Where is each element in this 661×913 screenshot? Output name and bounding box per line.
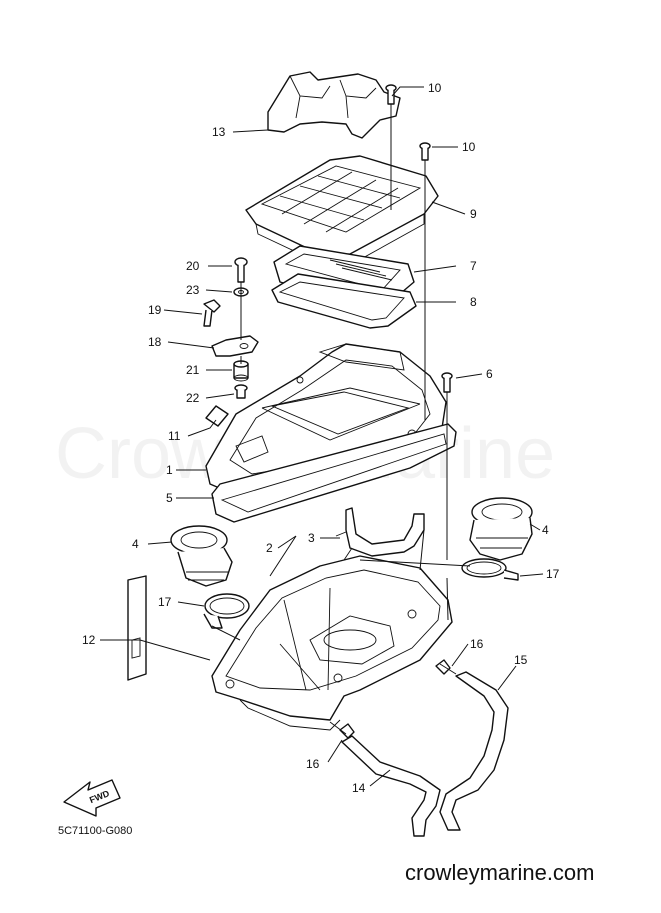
callout-17: 17 xyxy=(546,567,560,581)
part-14-hose xyxy=(341,735,441,837)
part-22-collar xyxy=(234,384,248,399)
callout-3: 3 xyxy=(308,531,315,545)
part-17-clamp-right xyxy=(461,558,519,581)
callout-13: 13 xyxy=(212,125,226,139)
part-17-clamp-left xyxy=(203,593,250,629)
part-15-hose xyxy=(439,671,509,831)
callout-17: 17 xyxy=(158,595,172,609)
callout-12: 12 xyxy=(82,633,96,647)
leader-lines xyxy=(100,86,544,787)
callout-9: 9 xyxy=(470,207,477,221)
fwd-arrow-icon: FWD xyxy=(63,779,121,817)
site-name: crowleymarine.com xyxy=(405,860,595,885)
callout-6: 6 xyxy=(486,367,493,381)
part-4-joint-left xyxy=(170,525,233,587)
callout-labels: 10 13 10 9 20 7 23 8 19 18 21 6 22 11 1 … xyxy=(82,81,560,795)
callout-8: 8 xyxy=(470,295,477,309)
part-16-clip-left xyxy=(329,721,355,739)
callout-21: 21 xyxy=(186,363,200,377)
callout-5: 5 xyxy=(166,491,173,505)
callout-10: 10 xyxy=(462,140,476,154)
callout-20: 20 xyxy=(186,259,200,273)
part-3-hose xyxy=(335,507,425,561)
part-8-filter-gasket xyxy=(271,273,417,329)
callout-15: 15 xyxy=(514,653,528,667)
callout-1: 1 xyxy=(166,463,173,477)
part-12-label-plate xyxy=(127,575,147,681)
callout-19: 19 xyxy=(148,303,162,317)
callout-7: 7 xyxy=(470,259,477,273)
part-19-bolt xyxy=(203,299,221,327)
part-18-plate xyxy=(211,335,259,357)
callout-4: 4 xyxy=(542,523,549,537)
callout-11: 11 xyxy=(168,429,181,443)
part-2-lower-case xyxy=(211,555,453,731)
callout-16: 16 xyxy=(470,637,484,651)
part-20-bolt xyxy=(234,257,248,283)
part-5-case-gasket xyxy=(211,423,457,523)
callout-14: 14 xyxy=(352,781,366,795)
part-4-joint-right xyxy=(469,497,533,561)
part-16-clip-right xyxy=(435,659,457,675)
screw-6 xyxy=(441,372,453,393)
part-21-grommet xyxy=(233,360,249,382)
part-13-bracket xyxy=(267,71,401,139)
callout-10: 10 xyxy=(428,81,442,95)
part-9-filter-cover xyxy=(245,155,439,267)
callout-18: 18 xyxy=(148,335,162,349)
screw-10-upper xyxy=(385,84,397,105)
callout-22: 22 xyxy=(186,391,200,405)
screw-10-lower xyxy=(419,142,431,161)
drawing-code: 5C71100-G080 xyxy=(58,825,132,837)
callout-23: 23 xyxy=(186,283,200,297)
callout-4: 4 xyxy=(132,537,139,551)
callout-2: 2 xyxy=(266,541,273,555)
callout-16: 16 xyxy=(306,757,320,771)
